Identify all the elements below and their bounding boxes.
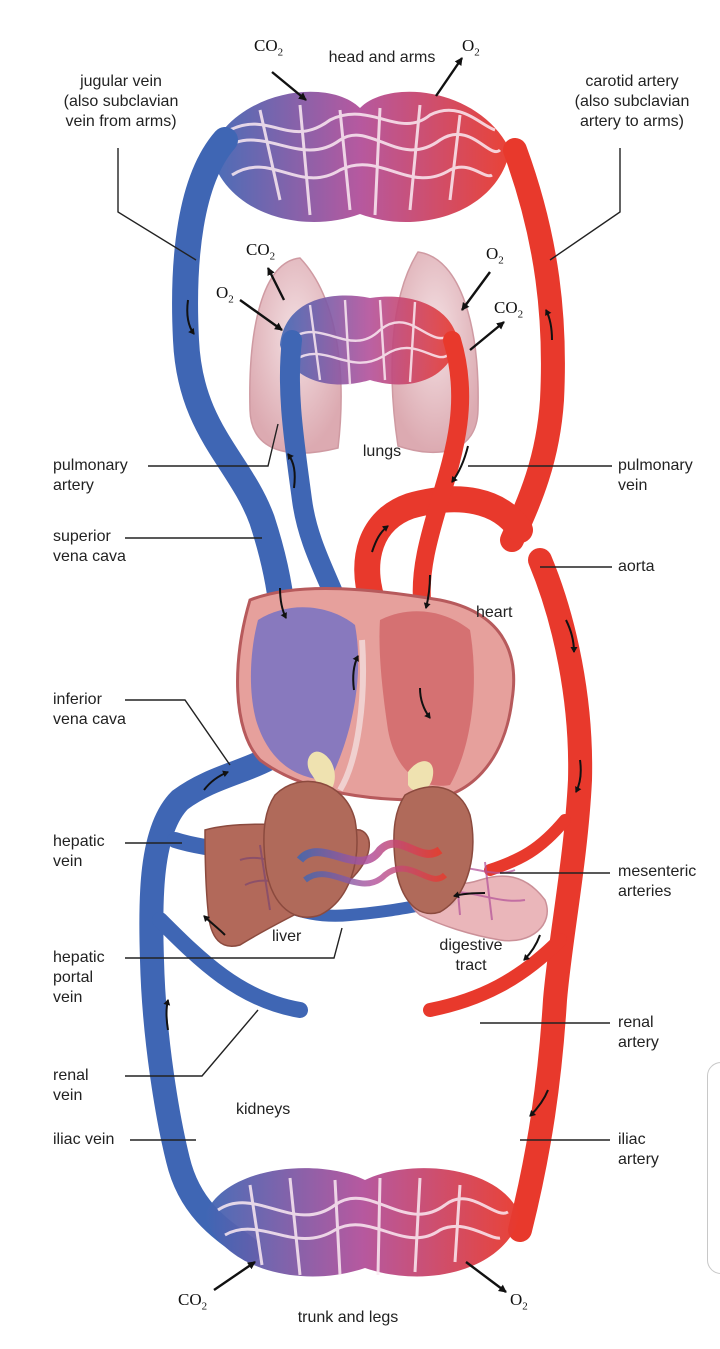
label-liver: liver bbox=[272, 928, 302, 945]
gas-co2-trunk: CO2 bbox=[178, 1290, 208, 1313]
gas-co2-head: CO2 bbox=[254, 36, 284, 59]
gas-o2-lung-left: O2 bbox=[216, 283, 234, 306]
label-renal-artery: renal artery bbox=[618, 1014, 659, 1051]
label-pulmonary-artery: pulmonary artery bbox=[53, 457, 128, 494]
gas-o2-trunk: O2 bbox=[510, 1290, 528, 1313]
label-hepatic-vein: hepatic vein bbox=[53, 833, 105, 870]
gas-co2-lung-left: CO2 bbox=[246, 240, 276, 263]
gas-co2-lung-right: CO2 bbox=[494, 298, 524, 321]
blood-flow-arrows bbox=[163, 299, 582, 1117]
label-inferior-vena-cava: inferior vena cava bbox=[53, 691, 126, 728]
lung-capillary-bed bbox=[280, 295, 458, 386]
label-pulmonary-vein: pulmonary vein bbox=[618, 457, 693, 494]
side-panel-edge bbox=[707, 1062, 720, 1274]
gas-exchange-arrows bbox=[213, 57, 507, 1293]
label-lungs: lungs bbox=[362, 443, 402, 460]
label-carotid-artery: carotid artery (also subclavian artery t… bbox=[574, 73, 690, 130]
label-digestive-tract: digestive tract bbox=[439, 937, 503, 974]
label-superior-vena-cava: superior vena cava bbox=[53, 528, 126, 565]
kidneys bbox=[263, 751, 474, 918]
trunk-legs-capillary-bed bbox=[205, 1168, 520, 1277]
gas-o2-head: O2 bbox=[462, 36, 480, 59]
gas-o2-lung-right: O2 bbox=[486, 244, 504, 267]
leader-lines bbox=[117, 148, 621, 1141]
label-iliac-vein: iliac vein bbox=[53, 1131, 115, 1148]
label-head-and-arms: head and arms bbox=[328, 49, 436, 66]
arterial-vessels bbox=[354, 138, 593, 1242]
label-kidneys: kidneys bbox=[236, 1101, 291, 1118]
head-arms-capillary-bed bbox=[210, 91, 510, 223]
label-hepatic-portal-vein: hepatic portal vein bbox=[53, 949, 105, 1006]
label-trunk-and-legs: trunk and legs bbox=[297, 1309, 399, 1326]
label-iliac-artery: iliac artery bbox=[618, 1131, 659, 1168]
label-aorta: aorta bbox=[618, 558, 655, 575]
label-heart: heart bbox=[476, 604, 513, 621]
label-renal-vein: renal vein bbox=[53, 1067, 89, 1104]
label-mesenteric-arteries: mesenteric arteries bbox=[618, 863, 697, 900]
heart bbox=[236, 586, 516, 802]
label-jugular-vein: jugular vein (also subclavian vein from … bbox=[63, 73, 179, 130]
